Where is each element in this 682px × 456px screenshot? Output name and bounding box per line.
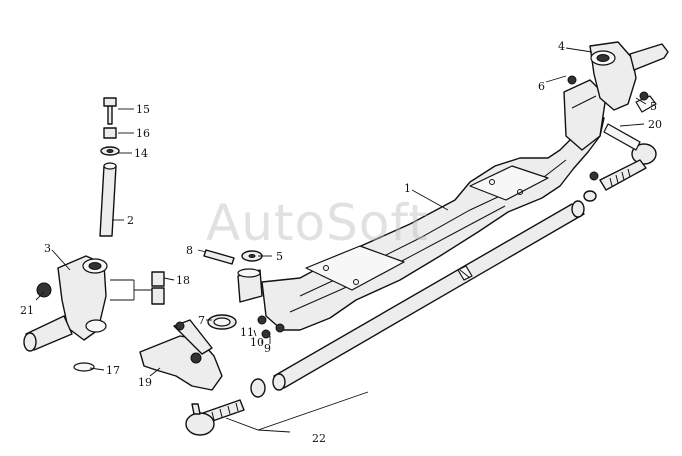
callout-22: 22 [312,432,326,445]
king-pin-parts [73,97,120,372]
leader-lines [35,47,647,433]
left-tie-rod-end [185,378,266,436]
callout-17: 17 [106,364,120,377]
callout-21: 21 [20,304,34,317]
callout-5-right: 5 [650,100,657,113]
callout-20: 20 [648,118,662,131]
callout-5-left: 5 [276,250,283,263]
callout-6: 6 [538,80,545,93]
callout-11: 11 [240,326,254,339]
hardware-set [203,75,649,339]
callout-7: 7 [198,314,205,327]
steering-arm [139,319,223,391]
callout-14: 14 [134,147,148,160]
callout-labels: 1 2 3 4 5 5 6 7 8 9 10 11 14 15 16 17 18… [20,40,662,445]
callout-4: 4 [558,40,565,53]
callout-19: 19 [138,376,152,389]
callout-2: 2 [127,214,134,227]
callout-18: 18 [176,274,190,287]
callout-8: 8 [186,244,193,257]
bushings [151,271,165,305]
callout-15: 15 [136,103,150,116]
right-steering-knuckle [589,41,669,113]
axle-beam [261,79,607,331]
callout-1: 1 [404,182,411,195]
left-steering-knuckle [23,255,108,352]
callout-3: 3 [44,242,51,255]
callout-16: 16 [136,127,150,140]
right-tie-rod-end [589,123,657,191]
tie-rod [272,190,597,391]
callout-10: 10 [250,336,264,349]
callout-9: 9 [264,342,271,355]
watermark-text: AutoSoft [206,194,429,252]
